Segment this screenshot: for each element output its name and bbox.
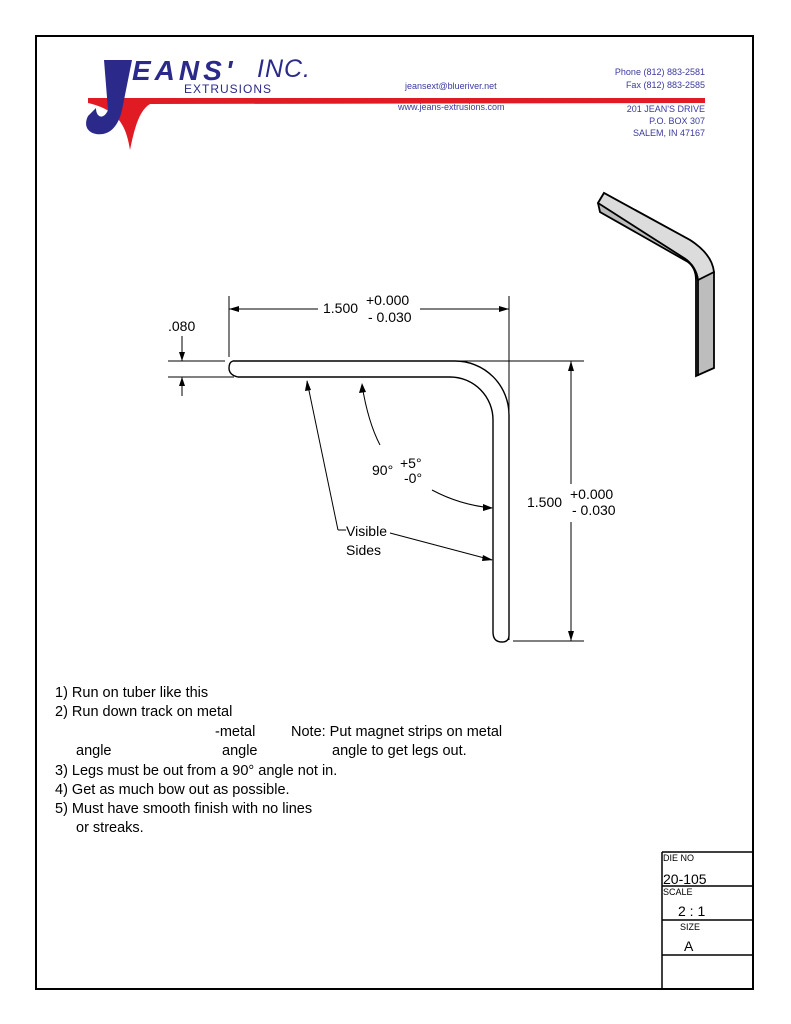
note-2-angle-3: angle to get legs out.	[332, 743, 467, 759]
note-1: 1) Run on tuber like this	[55, 685, 209, 701]
size-label: SIZE	[680, 922, 701, 932]
size-value: A	[684, 938, 694, 954]
note-2-metal: -metal	[215, 724, 256, 740]
angle-profile	[228, 360, 510, 643]
fax-number: Fax (812) 883-2585	[625, 80, 705, 90]
angle-dimension-plus: +5°	[400, 455, 422, 471]
address-line-1: 201 JEAN'S DRIVE	[626, 104, 705, 114]
note-2-angle-2: angle	[222, 743, 258, 759]
visible-sides-label-line1: Visible	[346, 523, 387, 539]
logo-swoosh	[88, 98, 705, 150]
vertical-dimension-nominal: 1.500	[527, 494, 563, 510]
horizontal-dimension-nominal: 1.500	[323, 300, 359, 316]
angle-dimension-minus: -0°	[404, 470, 423, 486]
email-link[interactable]: jeansext@blueriver.net	[405, 81, 497, 91]
drawing-frame	[35, 35, 754, 990]
website-link[interactable]: www.jeans-extrusions.com	[398, 102, 505, 112]
horizontal-dimension-plus: +0.000	[366, 292, 410, 308]
note-magnet: Note: Put magnet strips on metal	[291, 724, 503, 740]
angle-dimension-nominal: 90°	[372, 462, 394, 478]
vertical-dimension-plus: +0.000	[570, 486, 614, 502]
note-2-angle-1: angle	[76, 743, 112, 759]
logo-word: EANS'	[132, 55, 237, 86]
note-4: 4) Get as much bow out as possible.	[55, 782, 290, 798]
horizontal-dimension-minus: - 0.030	[368, 309, 412, 325]
note-3: 3) Legs must be out from a 90° angle not…	[55, 763, 338, 779]
vertical-dimension-minus: - 0.030	[572, 502, 616, 518]
scale-label: SCALE	[663, 887, 693, 897]
logo-j-shape	[86, 60, 132, 135]
note-2: 2) Run down track on metal	[55, 704, 233, 720]
scale-value: 2 : 1	[678, 903, 706, 919]
thickness-dimension: .080	[168, 318, 196, 334]
die-no-value: 20-105	[663, 871, 707, 887]
visible-sides-label-line2: Sides	[346, 542, 382, 558]
logo-inc: INC.	[257, 55, 311, 83]
logo-subtitle: EXTRUSIONS	[184, 82, 273, 96]
isometric-view	[596, 191, 715, 378]
die-no-label: DIE NO	[663, 853, 695, 863]
phone-number: Phone (812) 883-2581	[614, 67, 705, 77]
note-5-cont: or streaks.	[76, 820, 144, 836]
title-block	[661, 851, 754, 990]
address-line-2: P.O. BOX 307	[649, 116, 705, 126]
note-5: 5) Must have smooth finish with no lines	[55, 801, 313, 817]
address-line-3: SALEM, IN 47167	[632, 128, 705, 138]
